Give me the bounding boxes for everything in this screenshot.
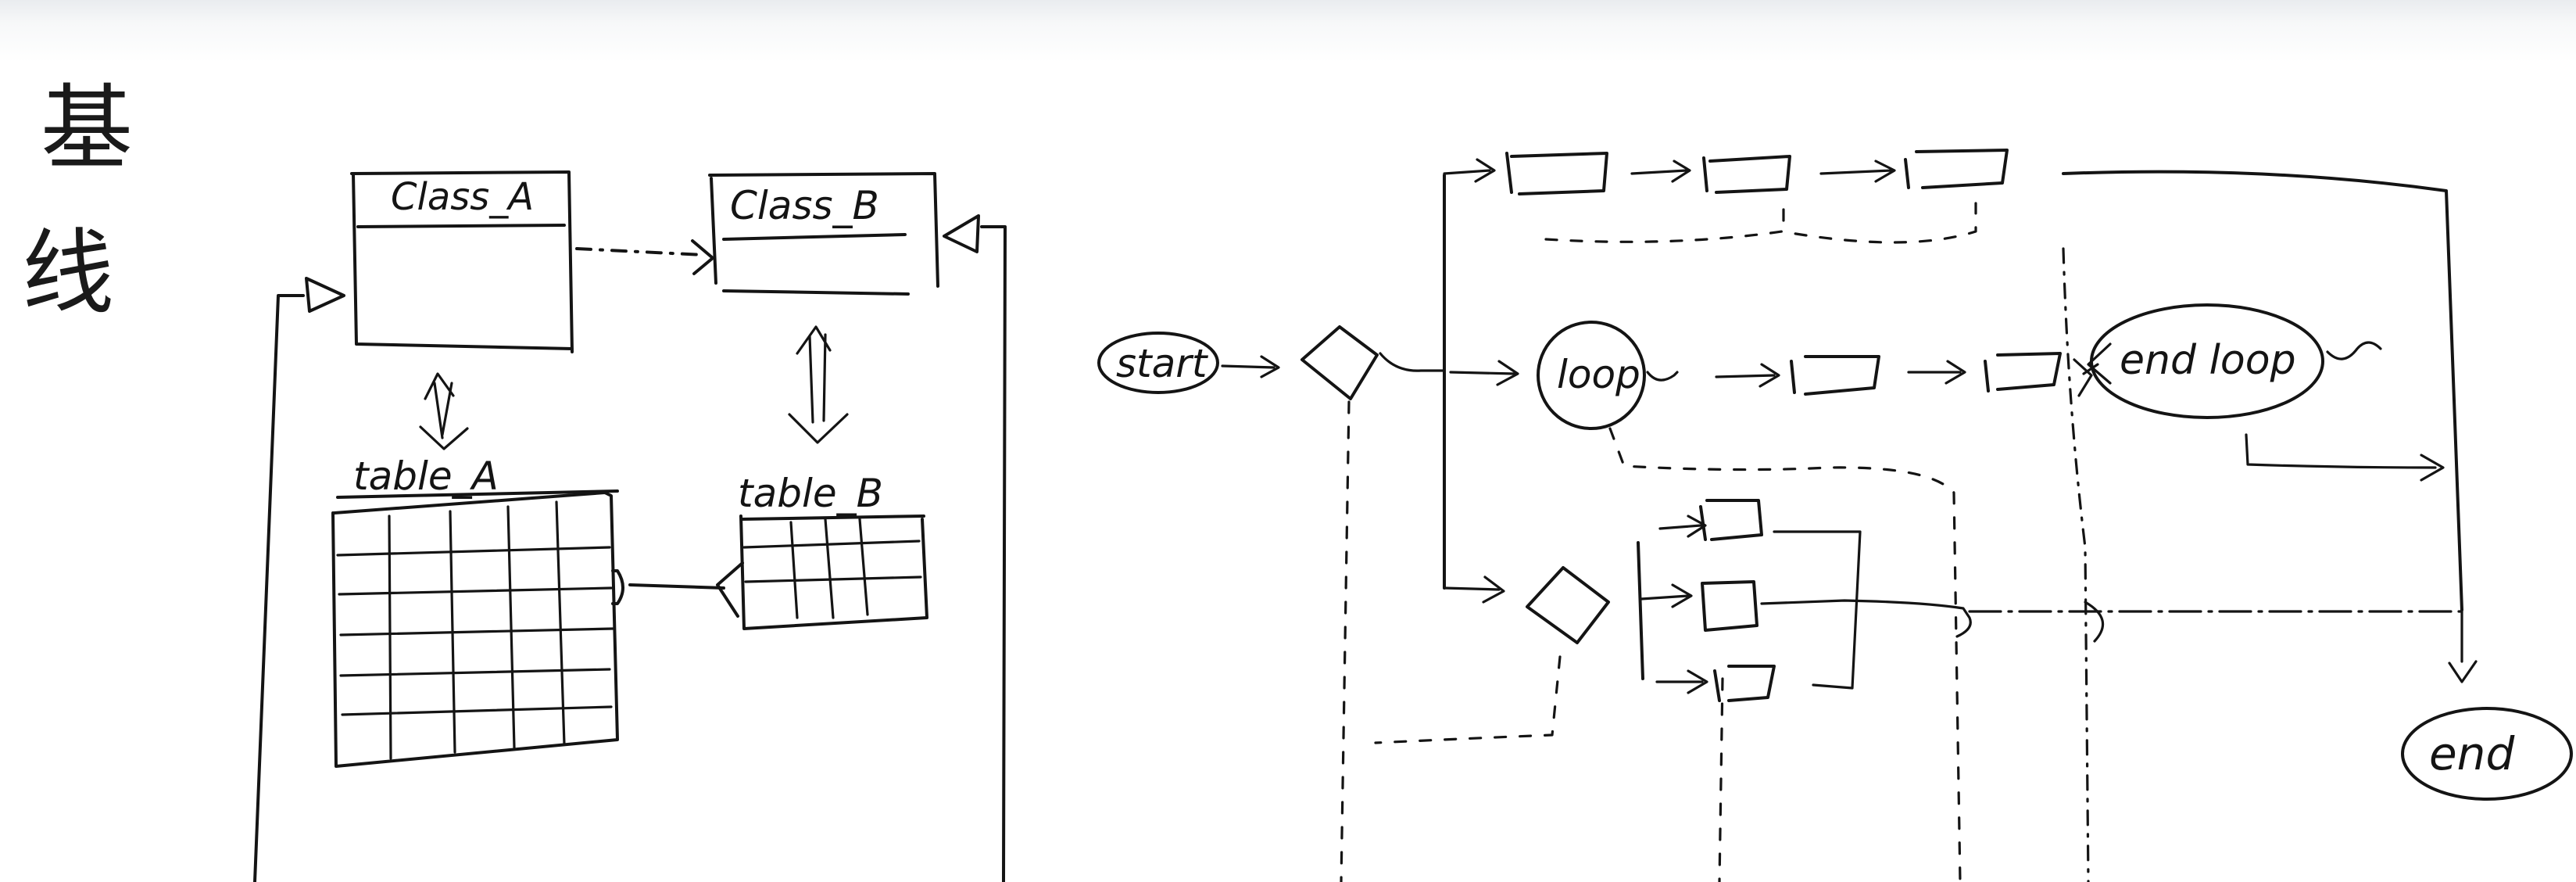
loop-arrow-2	[1907, 360, 1966, 385]
parallel-step-3	[1713, 665, 1776, 702]
loop-arrow-1	[1715, 363, 1780, 388]
relation-end-a	[611, 569, 624, 605]
end-loop-arrow-in	[2082, 342, 2112, 385]
end-loop-node: end loop	[2090, 303, 2324, 419]
end-loop-squiggle	[2326, 341, 2382, 360]
class-a-box: Class_A	[350, 170, 574, 353]
to-end-bracket	[2084, 601, 2105, 643]
vertical-dashdot-1	[2062, 247, 2090, 882]
loop-body-dashed	[1608, 427, 1962, 882]
table-b-label: table_B	[738, 471, 883, 516]
parallel-step-2	[1701, 580, 1758, 632]
parallel-bus	[1637, 541, 1644, 680]
loop-arrow-3	[2073, 358, 2093, 397]
loop-squiggle	[1646, 371, 1679, 382]
association-arrowhead	[691, 239, 714, 275]
decision-2-dashed	[1374, 655, 1562, 744]
start-arrow	[1221, 355, 1280, 378]
parallel-step-1	[1699, 499, 1763, 541]
decision-2	[1526, 566, 1610, 644]
end-loop-label: end loop	[2120, 337, 2296, 384]
relation-crowfoot-b	[716, 561, 744, 618]
table-b-grid: table_B	[738, 471, 928, 630]
association-line	[575, 247, 705, 256]
table-a-label: table_A	[353, 454, 499, 499]
mapping-arrows-b	[788, 325, 849, 444]
loop-label: loop	[1557, 352, 1640, 397]
class-b-label: Class_B	[730, 183, 879, 228]
branch-top-arrow	[1443, 158, 1496, 183]
loop-step-2	[1984, 352, 2062, 393]
parallel-arrow-1	[1658, 514, 1707, 538]
end-arrow	[2448, 610, 2478, 683]
inheritance-line-b	[980, 225, 1007, 882]
decision-1	[1301, 325, 1379, 400]
end-loop-arrow-out	[2245, 433, 2445, 482]
heading-char-1: 基	[41, 74, 133, 182]
branch-mid-arrow	[1449, 360, 1519, 386]
end-label: end	[2429, 727, 2515, 780]
relation-line	[628, 583, 725, 590]
top-step-arrow-1	[1630, 160, 1691, 183]
top-step-2	[1702, 155, 1791, 194]
vertical-dashed-2	[1718, 677, 1724, 882]
inheritance-line-a	[253, 294, 305, 882]
mapping-arrows-a	[419, 372, 469, 450]
branch-bottom-arrow	[1443, 575, 1505, 604]
table-a-grid: table_A	[331, 454, 619, 768]
inheritance-triangle-b	[943, 214, 980, 253]
heading-char-2: 线	[22, 219, 114, 327]
parallel-enclosure	[1773, 530, 1862, 690]
loop-step-1	[1790, 355, 1880, 396]
end-node: end	[2401, 707, 2573, 801]
parallel-arrow-3	[1655, 669, 1708, 694]
top-step-1	[1505, 152, 1608, 195]
top-step-arrow-2	[1819, 160, 1896, 183]
top-exit-line	[2062, 170, 2463, 611]
top-row-dashed	[1544, 202, 1977, 244]
top-step-3	[1904, 149, 2009, 189]
parallel-arrow-2	[1640, 583, 1693, 608]
parallel-merge-line	[1760, 599, 1972, 638]
loop-node: loop	[1537, 321, 1646, 430]
start-label: start	[1116, 341, 1209, 386]
start-node: start	[1097, 332, 1219, 394]
inheritance-triangle-a	[305, 277, 345, 313]
decision-1-out	[1379, 352, 1446, 372]
class-b-box: Class_B	[708, 172, 939, 296]
class-a-label: Class_A	[391, 175, 534, 219]
decision-1-down-dashed	[1340, 400, 1351, 882]
